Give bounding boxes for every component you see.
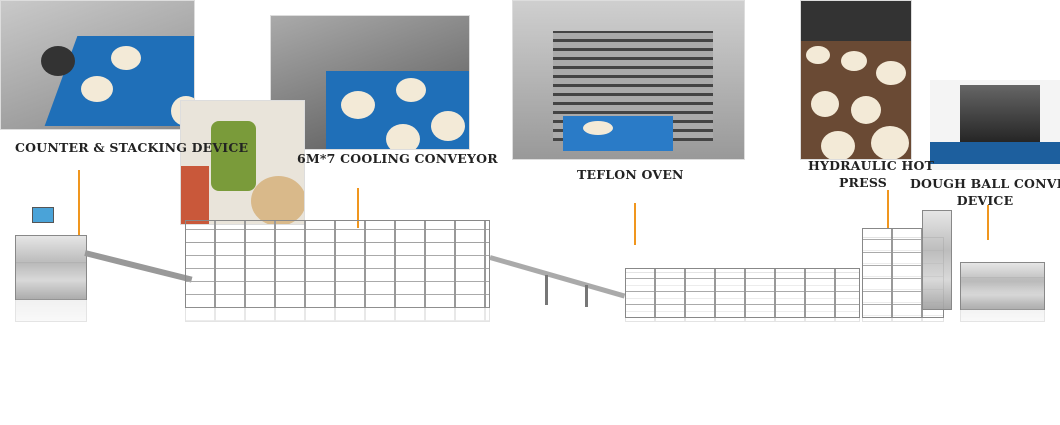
control-panel bbox=[32, 207, 54, 223]
leader-line bbox=[78, 170, 80, 235]
hot-press-photo bbox=[800, 0, 912, 160]
label-teflon-oven: TEFLON OVEN bbox=[577, 167, 684, 182]
food-collage-photo bbox=[180, 100, 305, 225]
cooling-conveyor-machine bbox=[185, 220, 490, 308]
label-line: PRESS bbox=[838, 175, 888, 190]
label-counter-stacking: COUNTER & STACKING DEVICE bbox=[15, 140, 249, 155]
leader-line bbox=[357, 188, 359, 228]
dough-ball-conveying-machine bbox=[960, 262, 1045, 310]
label-line: DEVICE bbox=[956, 193, 1014, 208]
counter-stacking-machine bbox=[15, 235, 87, 300]
teflon-oven-photo bbox=[512, 0, 745, 160]
leader-line bbox=[887, 190, 889, 228]
leader-line bbox=[634, 203, 636, 245]
stacking-ramp bbox=[84, 250, 193, 283]
teflon-oven-machine bbox=[625, 268, 860, 318]
label-cooling-conveyor: 6M*7 COOLING CONVEYOR bbox=[297, 151, 498, 166]
label-line: HYDRAULIC HOT bbox=[808, 158, 935, 173]
transfer-ramp bbox=[489, 255, 626, 299]
label-dough-ball-conveying: DOUGH BALL CONVEYING DEVICE bbox=[910, 175, 1060, 209]
leader-line bbox=[987, 205, 989, 240]
dough-conveying-photo bbox=[930, 80, 1060, 170]
counter-stacking-photo bbox=[0, 0, 195, 130]
label-line: DOUGH BALL CONVEYING bbox=[910, 176, 1060, 191]
label-hydraulic-hot-press: HYDRAULIC HOT PRESS bbox=[808, 157, 935, 191]
press-cabinet bbox=[922, 210, 952, 310]
